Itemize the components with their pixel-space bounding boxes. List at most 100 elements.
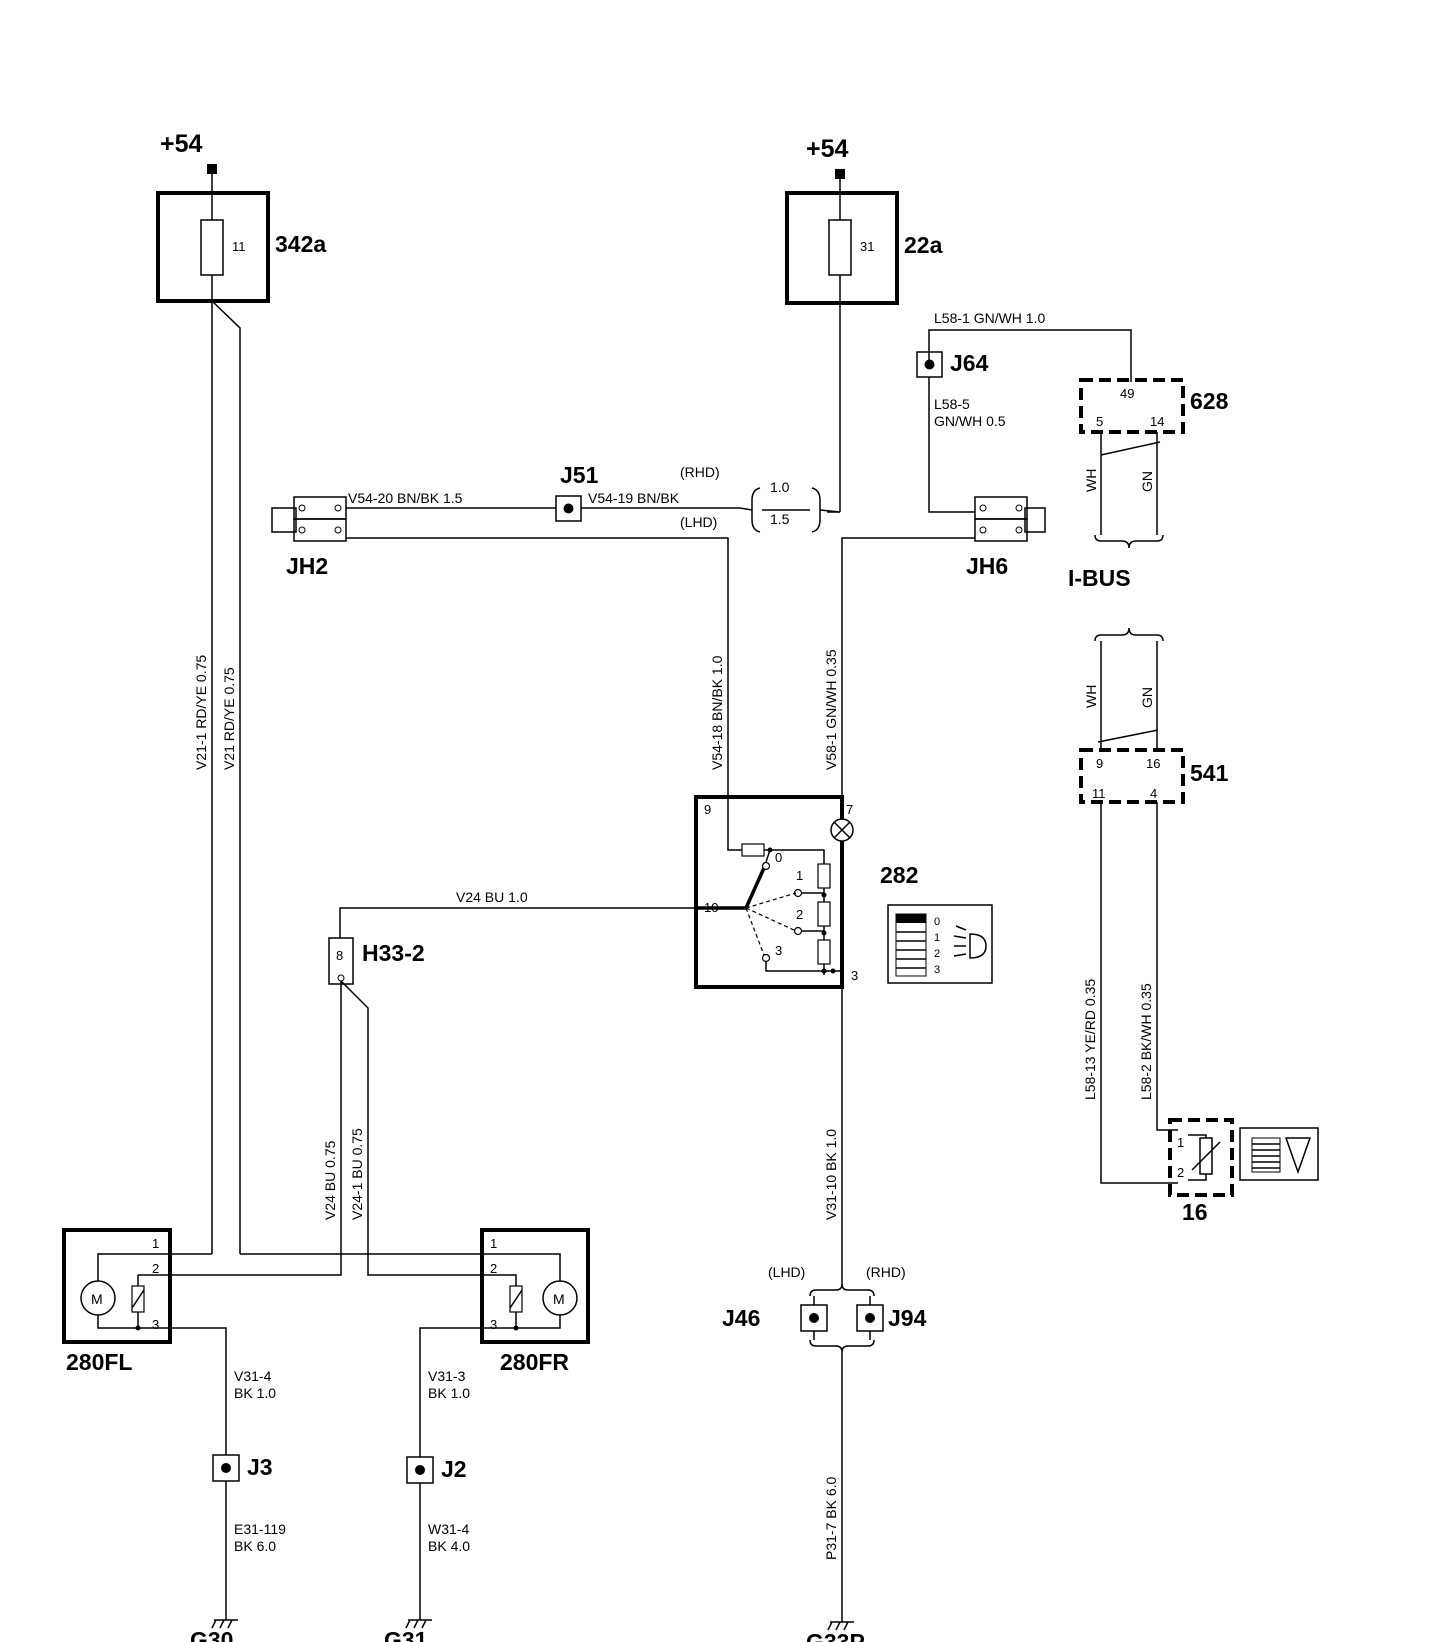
connector-jh6: JH6: [966, 496, 1046, 579]
ground-label-g30: G30: [190, 1627, 233, 1642]
wire-label-l58-13: L58-13 YE/RD 0.35: [1082, 979, 1098, 1100]
connector-label-jh2: JH2: [286, 553, 328, 579]
variant-label-lhd: (LHD): [680, 514, 717, 530]
motor-m-fl: M: [91, 1291, 103, 1307]
module-label-628: 628: [1190, 388, 1229, 414]
fuse-symbol-31: [828, 219, 852, 276]
motor-label-280fl: 280FL: [66, 1349, 132, 1375]
wire-label-v54-20: V54-20 BN/BK 1.5: [348, 490, 463, 506]
fuse-342a: +54 11 342a: [156, 130, 326, 303]
wire-label-v31-10: V31-10 BK 1.0: [823, 1129, 839, 1220]
module-628: 49 5 14 628: [1079, 378, 1229, 434]
pin-fl-3: 3: [152, 1317, 159, 1332]
wire-label-l58-5b: GN/WH 0.5: [934, 413, 1006, 429]
splice-label-j94: J94: [888, 1305, 927, 1331]
supply-label-right: +54: [806, 135, 849, 163]
fuse-label-22a: 22a: [904, 232, 943, 258]
pin-282-7: 7: [846, 802, 853, 817]
bus-label-ibus: I-BUS: [1068, 565, 1131, 591]
wire-v21: [211, 300, 241, 1254]
splice-label-j3: J3: [247, 1454, 273, 1480]
wire-label-w31b: BK 4.0: [428, 1538, 470, 1554]
wire-label-w31a: W31-4: [428, 1521, 469, 1537]
splice-j64: J64: [916, 350, 989, 378]
supply-terminal-right: [835, 169, 845, 179]
pin-282-9: 9: [704, 802, 711, 817]
splice-label-j51: J51: [560, 462, 599, 488]
connector-h33-2: 8 H33-2: [328, 937, 425, 985]
wire-label-v31-4a: V31-4: [234, 1368, 272, 1384]
wire-label-l58-1: L58-1 GN/WH 1.0: [934, 310, 1045, 326]
level-2: 2: [934, 948, 940, 960]
pin-541-16: 16: [1146, 756, 1160, 771]
switch-box-282: [694, 795, 844, 989]
dimmer-symbol-icon: [1239, 1127, 1319, 1181]
wire-label-p31-7: P31-7 BK 6.0: [823, 1477, 839, 1560]
module-label-541: 541: [1190, 760, 1229, 786]
wire-v54-18: [346, 537, 742, 851]
pin-fl-1: 1: [152, 1236, 159, 1251]
wire-label-l58-2: L58-2 BK/WH 0.35: [1138, 983, 1154, 1100]
wire-label-l58-5a: L58-5: [934, 396, 970, 412]
wire-v24: [339, 907, 696, 938]
supply-label-left: +54: [160, 130, 203, 158]
gauge-variant-brace: 1.0 1.5: [751, 479, 821, 533]
ibus-wire-gn-upper: GN: [1139, 471, 1155, 492]
headlamp-level-symbol-icon: 0 1 2 3: [887, 904, 993, 984]
variant-label-lhd-2: (LHD): [768, 1264, 805, 1280]
module-box-628: [1079, 378, 1185, 434]
fuse-number-31: 31: [860, 239, 874, 254]
motor-box-280fl: [62, 1228, 172, 1344]
motor-m-fr: M: [553, 1291, 565, 1307]
wire-v24-1: [340, 980, 494, 1276]
motor-280fl: 1 2 3 M 280FL: [62, 1228, 212, 1375]
wire-v31-4: [170, 1327, 227, 1455]
connector-label-jh6: JH6: [966, 553, 1008, 579]
pin-h33-8: 8: [336, 948, 343, 963]
wire-label-v31-3a: V31-3: [428, 1368, 466, 1384]
variant-label-rhd-2: (RHD): [866, 1264, 906, 1280]
pin-fr-1: 1: [490, 1236, 497, 1251]
splice-variant-j46-j94: (LHD) (RHD) J46 J94: [722, 1264, 927, 1353]
switch-pos-2: 2: [796, 907, 803, 922]
switch-label-282: 282: [880, 862, 918, 888]
wire-label-v54-19: V54-19 BN/BK: [588, 490, 680, 506]
module-541: 9 16 11 4 541: [1079, 748, 1229, 804]
switch-pos-0: 0: [775, 850, 782, 865]
headlamp-level-switch-282: 9 7 10 3 282 0 1 2 3: [694, 795, 918, 989]
switch-pos-1: 1: [796, 868, 803, 883]
ibus-wire-gn-lower: GN: [1139, 687, 1155, 708]
pin-fl-2: 2: [152, 1261, 159, 1276]
wire-l58-13: [1100, 802, 1178, 1184]
pin-fr-2: 2: [490, 1261, 497, 1276]
ibus-wire-wh-lower: WH: [1083, 685, 1099, 708]
ground-label-g31: G31: [384, 1627, 428, 1642]
splice-j2: J2: [406, 1456, 467, 1484]
motor-box-280fr: [480, 1228, 590, 1344]
ground-g33p: G33P: [806, 1612, 865, 1642]
ground-g31: G31: [384, 1612, 432, 1642]
splice-label-j64: J64: [950, 350, 989, 376]
pin-541-11: 11: [1092, 786, 1106, 801]
pin-282-3: 3: [851, 968, 858, 983]
module-box-541: [1079, 748, 1185, 804]
variant-label-rhd: (RHD): [680, 464, 720, 480]
level-1: 1: [934, 932, 940, 944]
wire-label-e31a: E31-119: [234, 1521, 286, 1537]
wire-label-v24-075: V24 BU 0.75: [322, 1140, 338, 1220]
splice-label-j46: J46: [722, 1305, 760, 1331]
gauge-label-b: 1.5: [770, 511, 790, 527]
wire-label-v31-4b: BK 1.0: [234, 1385, 276, 1401]
wire-v24-075: [170, 981, 342, 1276]
pin-628-49: 49: [1120, 386, 1134, 401]
rheostat-label-16: 16: [1182, 1199, 1208, 1225]
level-0: 0: [934, 916, 940, 928]
wire-label-v58-1: V58-1 GN/WH 0.35: [823, 649, 839, 770]
wire-v58-1: [841, 537, 975, 850]
wire-l58-5: [928, 377, 975, 513]
fuse-22a: +54 31 22a: [785, 135, 943, 512]
ground-g30: G30: [190, 1612, 238, 1642]
motor-280fr: 1 2 3 M 280FR: [240, 1228, 590, 1375]
pin-628-5: 5: [1096, 414, 1103, 429]
